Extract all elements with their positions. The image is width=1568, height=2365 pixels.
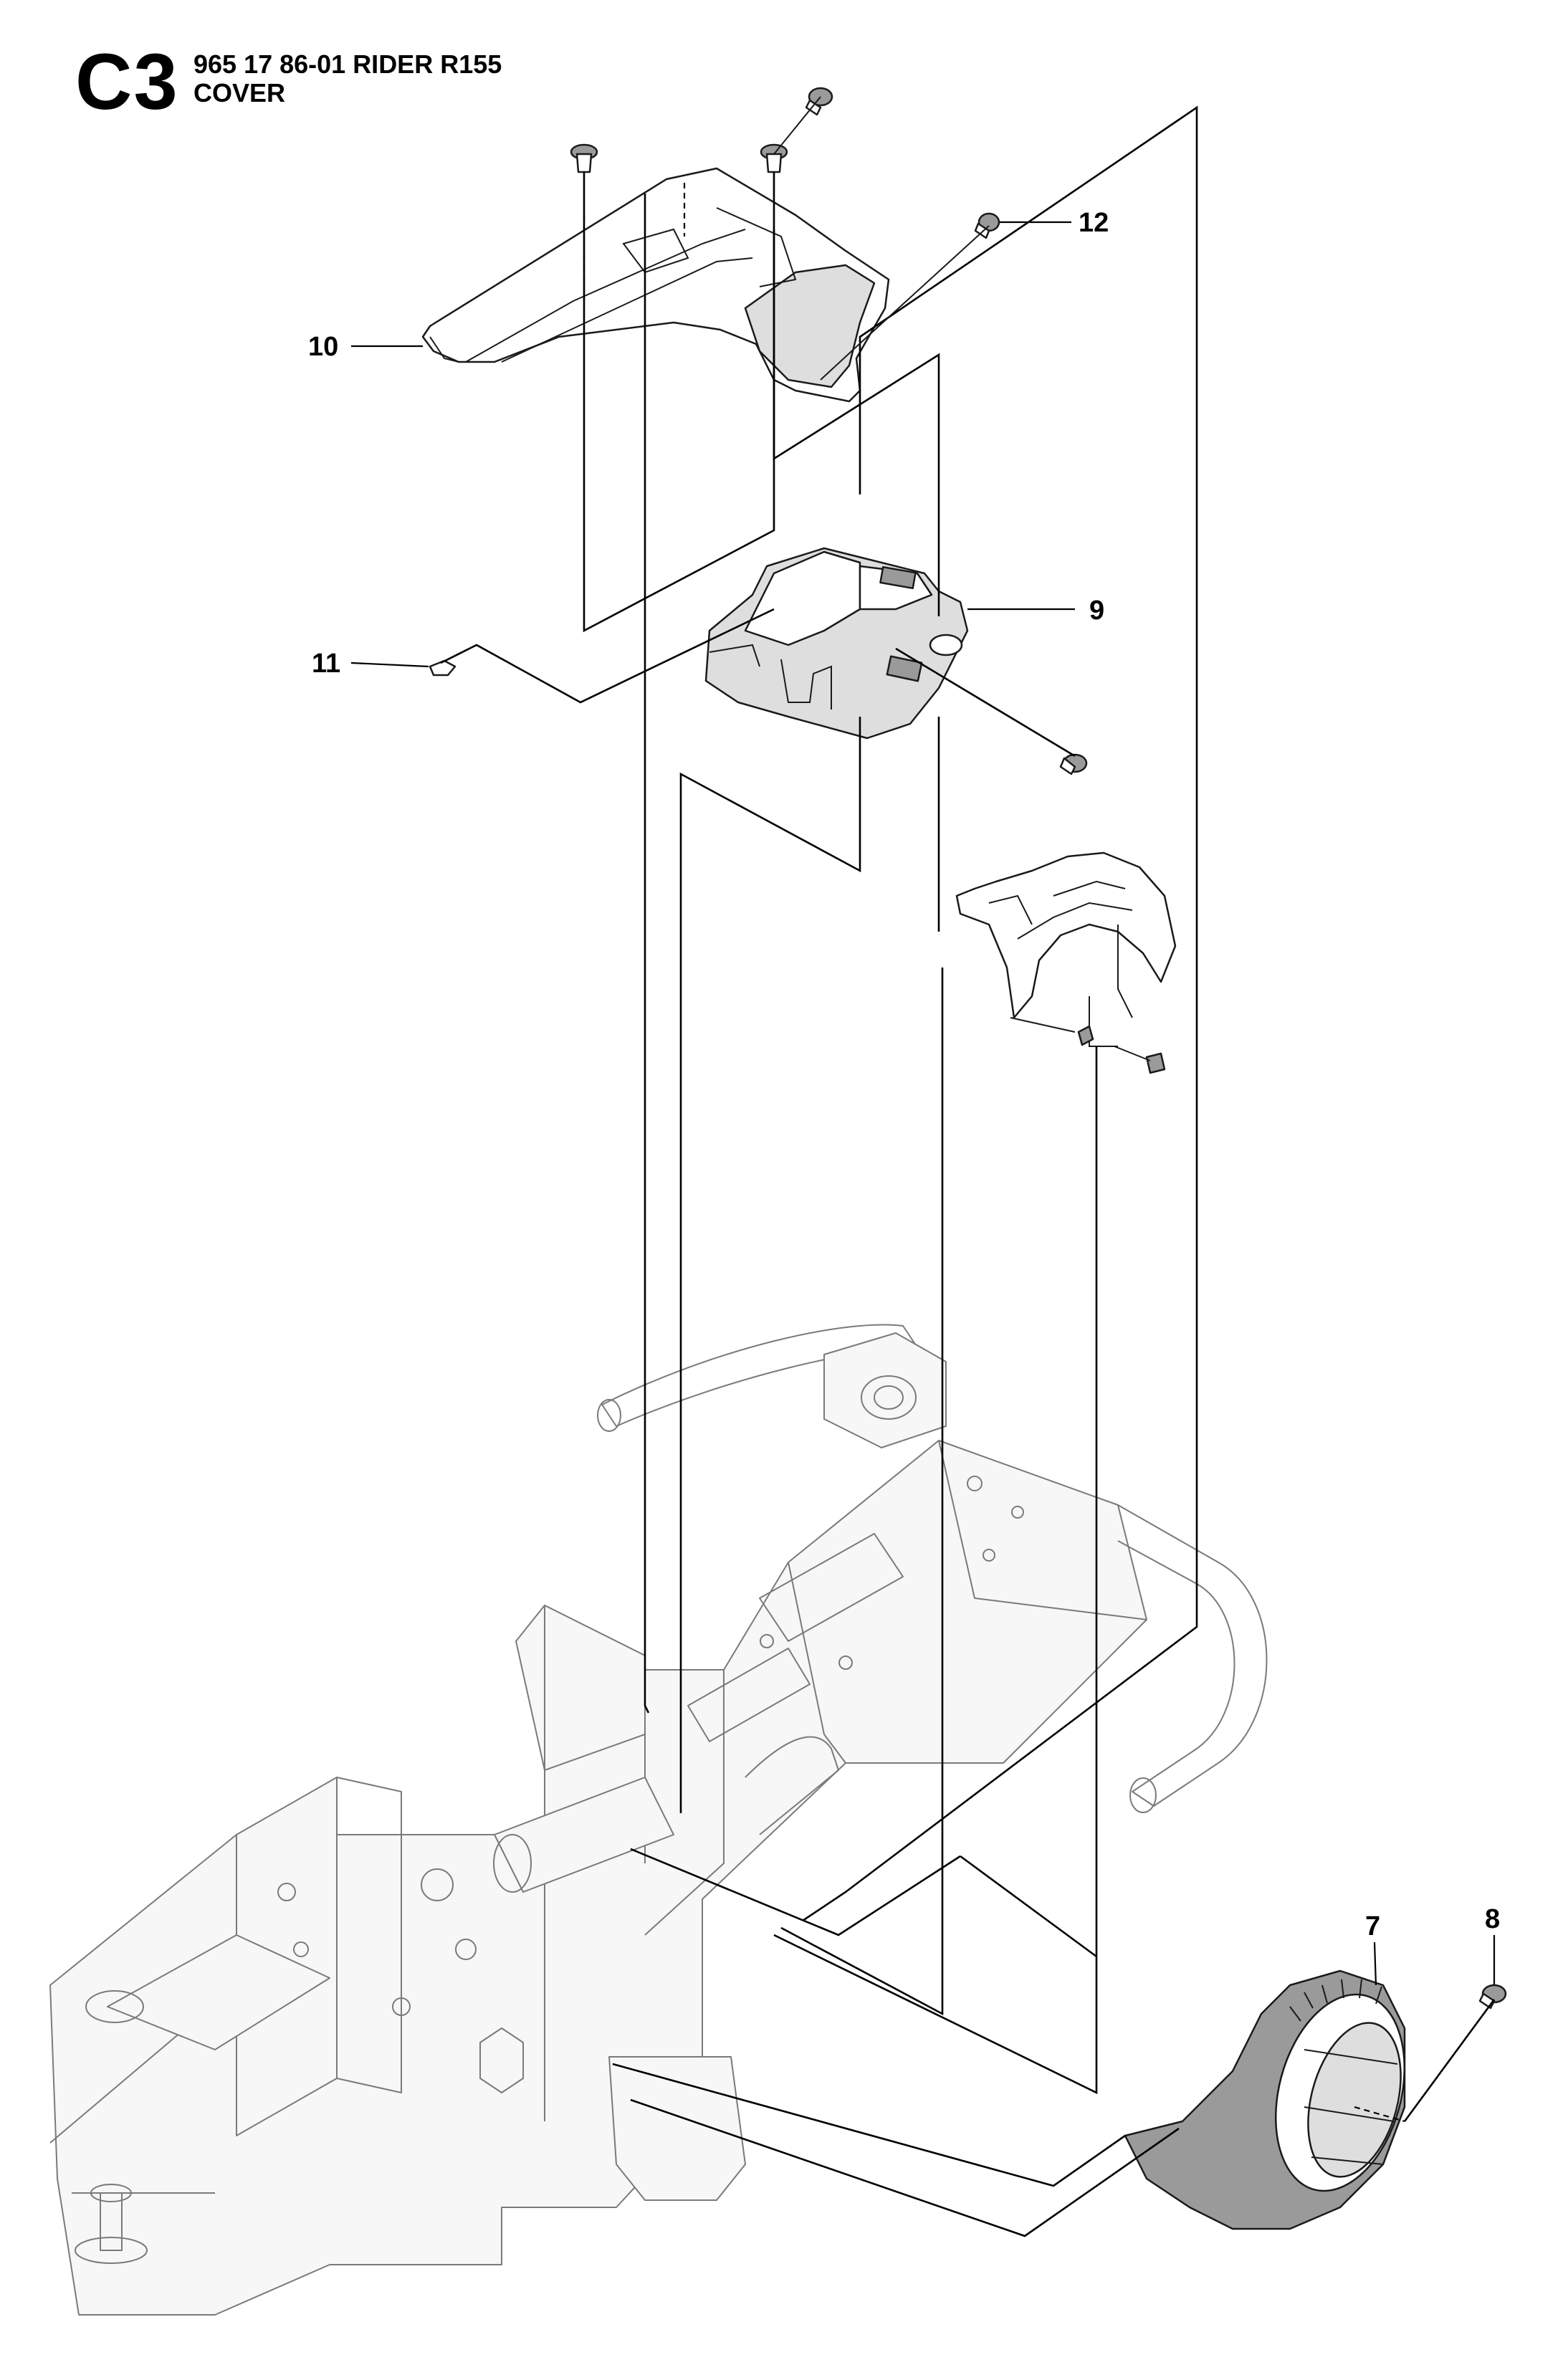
callout-8: 8 <box>1485 1904 1500 1934</box>
part-10-upper-cover <box>421 167 890 403</box>
callout-9: 9 <box>1089 596 1104 626</box>
section-code: C3 <box>75 38 179 126</box>
callout-12: 12 <box>1079 208 1109 238</box>
callout-7: 7 <box>1365 1911 1380 1941</box>
frame-assembly <box>49 1324 1268 2316</box>
part-7-side-cover <box>1124 1969 1406 2230</box>
model-line: 965 17 86-01 RIDER R155 <box>193 49 502 79</box>
callout-11: 11 <box>312 649 340 679</box>
part-9-lower-cover <box>704 547 969 740</box>
callout-leaders <box>350 221 1496 1986</box>
section-title: COVER <box>193 78 286 108</box>
steering-shroud-bracket <box>955 851 1177 1074</box>
callout-10: 10 <box>308 332 338 362</box>
screws <box>429 87 1507 2010</box>
assembly-lines <box>440 96 1496 2237</box>
